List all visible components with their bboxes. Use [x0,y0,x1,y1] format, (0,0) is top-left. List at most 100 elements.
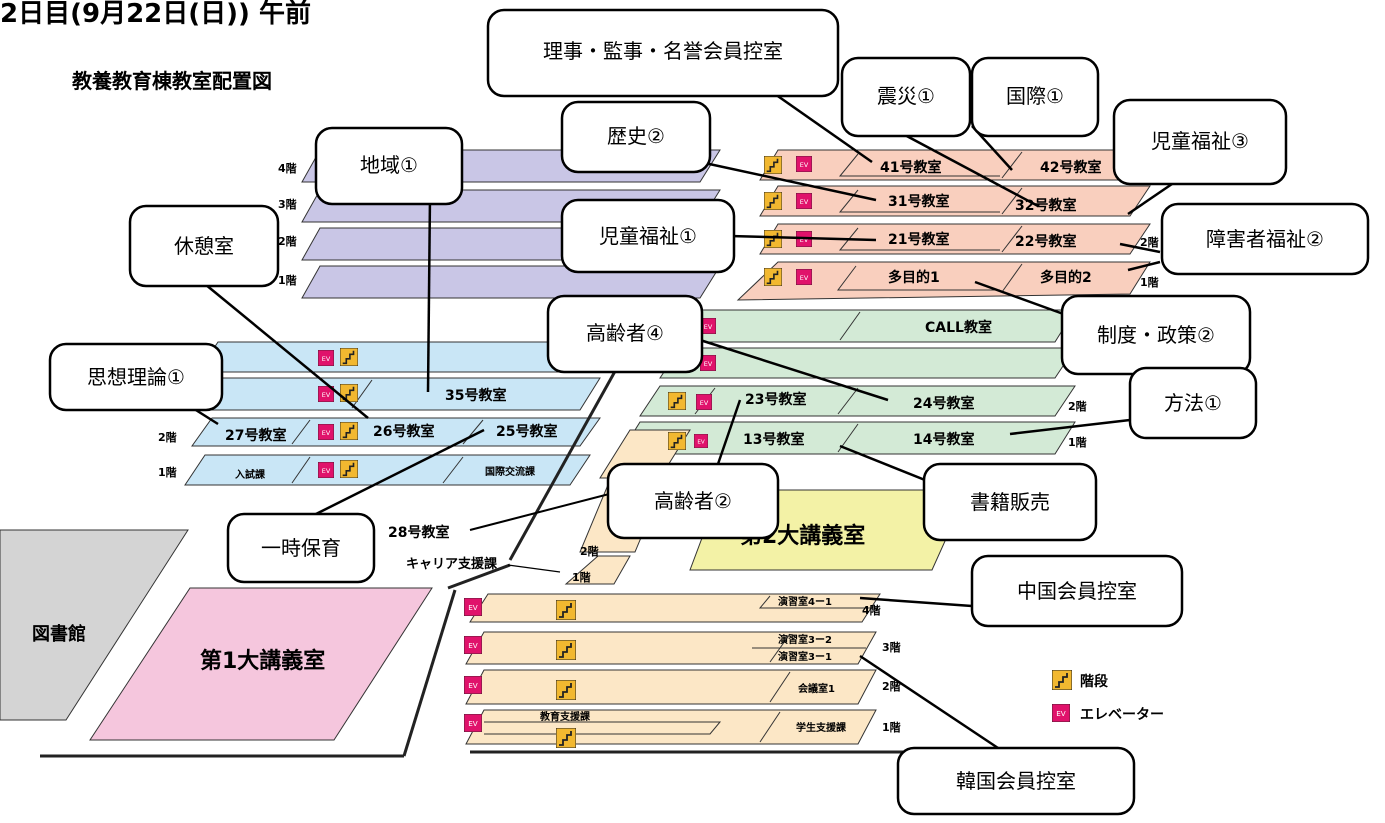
elevator-icon [796,156,812,172]
room-kyoiku: 教育支援課 [539,710,590,723]
callout-chugoku-text: 中国会員控室 [1017,579,1137,603]
elevator-icon [796,269,812,285]
tan-building: 演習室4ー1 演習室3ー2 演習室3ー1 会議室1 教育支援課 学生支援課 4階… [464,593,901,748]
page-subtitle: 教養教育棟教室配置図 [72,69,272,93]
room-41: 41号教室 [880,159,941,176]
callout-shoseki: 書籍販売 [922,462,1098,542]
salmon-wing: 41号教室 42号教室 31号教室 32号教室 21号教室 22号教室 多目的1… [736,149,1159,301]
stairs-icon [1052,670,1072,690]
stairs-icon [764,156,782,174]
elevator-icon [318,424,334,440]
floor-label-2: 2階 [1140,235,1159,249]
room-ensyu32: 演習室3ー2 [778,633,832,646]
callout-riji: 理事・監事・名誉会員控室 [486,8,840,98]
room-ensyu31: 演習室3ー1 [778,650,832,663]
callout-kyukei-text: 休憩室 [174,234,234,258]
floor-label-1: 1階 [278,273,297,287]
callout-jido3: 児童福祉③ [1112,98,1288,186]
callout-hoho: 方法① [1128,366,1258,440]
elevator-icon [1052,704,1070,722]
stairs-icon [668,392,686,410]
callout-kokusai-text: 国際① [1006,84,1064,108]
room-26: 26号教室 [373,423,434,440]
callout-chugoku: 中国会員控室 [970,554,1184,628]
room-call: CALL教室 [925,319,992,336]
callout-chiiki: 地域① [314,126,464,206]
callout-kankoku: 韓国会員控室 [896,746,1136,816]
library-label: 図書館 [32,623,86,645]
callout-rekishi-text: 歴史② [607,124,665,148]
floor-label-1: 1階 [1068,435,1087,449]
callout-jido1-text: 児童福祉① [599,224,697,248]
stairs-icon [764,230,782,248]
elevator-icon [696,394,712,410]
callout-kyukei: 休憩室 [128,204,280,288]
callout-shinsai: 震災① [840,56,972,138]
room-25: 25号教室 [496,423,557,440]
callout-koreisha4: 高齢者④ [546,294,704,374]
elevator-icon [796,193,812,209]
page-title: 2日目(9月22日(日)) 午前 [0,0,311,29]
stairs-icon [340,348,358,366]
stairs-icon [556,600,576,620]
stairs-icon [556,728,576,748]
callout-koreisha4-text: 高齢者④ [586,321,664,345]
room-21: 21号教室 [888,231,949,248]
stairs-icon [340,460,358,478]
room-13: 13号教室 [743,431,804,448]
callout-koreisha2: 高齢者② [606,462,780,540]
room-kaigi1: 会議室1 [798,682,835,695]
stairs-icon [556,680,576,700]
stairs-icon [668,432,686,450]
elevator-icon [318,462,334,478]
callout-shogai: 障害者福祉② [1160,202,1370,276]
lecture-hall-1-label: 第1大講義室 [200,648,325,674]
floor-label-1: 1階 [572,570,591,584]
room-ensyu41: 演習室4ー1 [778,595,832,608]
floor-label-4: 4階 [278,161,297,175]
blue-wing: 35号教室 27号教室 26号教室 25号教室 入試課 国際交流課 2階 1階 [158,341,613,486]
room-24: 24号教室 [913,395,974,412]
room-multi2: 多目的2 [1040,269,1092,286]
callouts: 理事・監事・名誉会員控室 震災① 国際① 歴史② 児童福祉③ 地域① 児童福祉① [48,8,1370,816]
room-multi1: 多目的1 [888,269,940,286]
callout-shiso-text: 思想理論① [87,365,185,389]
floor-label-1: 1階 [158,465,177,479]
legend: 階段 エレベーター [1052,670,1164,723]
callout-ichiji: 一時保育 [226,512,376,584]
leader-lines [179,76,1173,750]
room-22: 22号教室 [1015,233,1076,250]
elevator-icon [464,636,482,654]
room-14: 14号教室 [913,431,974,448]
room-42: 42号教室 [1040,159,1101,176]
callout-shoseki-text: 書籍販売 [970,490,1050,514]
callout-hoho-text: 方法① [1164,391,1222,415]
stairs-icon [764,268,782,286]
elevator-icon [464,676,482,694]
floor-label-3: 3階 [278,197,297,211]
stairs-icon [556,640,576,660]
room-gakusei: 学生支援課 [796,721,846,734]
room-23: 23号教室 [745,391,806,408]
callout-shogai-text: 障害者福祉② [1206,227,1324,251]
stairs-icon [340,422,358,440]
legend-stairs-label: 階段 [1080,673,1108,690]
floor-label-2: 2階 [882,679,901,693]
room-nyushi: 入試課 [235,468,265,481]
room-27: 27号教室 [225,427,286,444]
floor-label-4: 4階 [862,603,881,617]
stairs-icon [764,192,782,210]
room-35: 35号教室 [445,387,506,404]
callout-koreisha2-text: 高齢者② [654,489,732,513]
callout-chiiki-text: 地域① [360,153,418,177]
room-kokusai: 国際交流課 [485,465,535,478]
elevator-icon [464,714,482,732]
callout-rekishi: 歴史② [560,100,712,174]
library-block [0,529,189,721]
callout-ichiji-text: 一時保育 [261,536,341,560]
callout-kankoku-text: 韓国会員控室 [956,769,1076,793]
callout-jido1: 児童福祉① [560,198,736,274]
elevator-icon [694,434,708,448]
floor-label-2: 2階 [278,234,297,248]
